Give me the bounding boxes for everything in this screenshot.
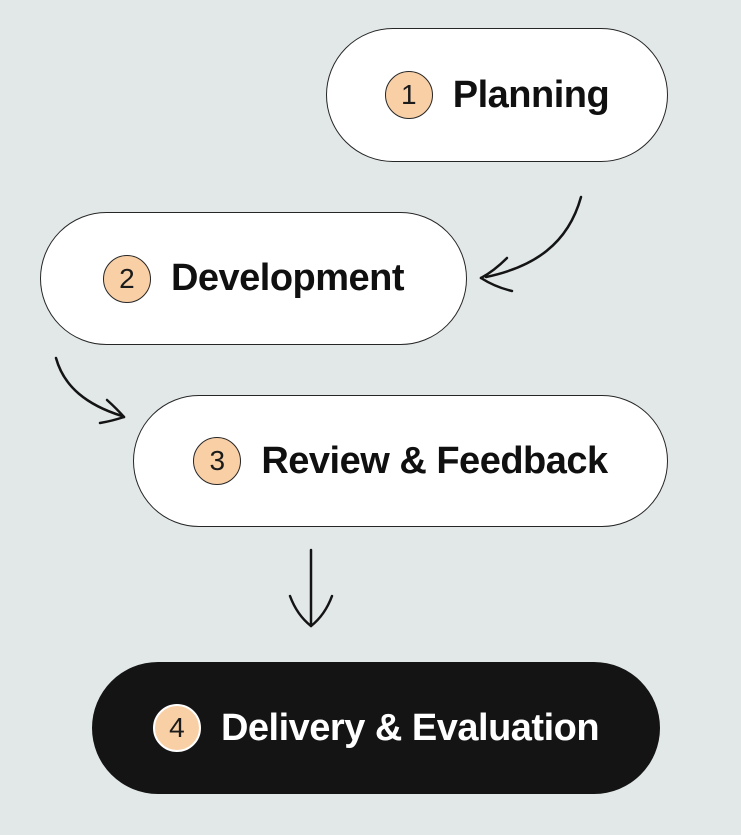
- node-label: Delivery & Evaluation: [220, 706, 600, 749]
- arrow-development-to-review: [54, 356, 126, 425]
- step-number-badge: 2: [102, 254, 151, 303]
- node-development: 2 Development: [40, 212, 467, 345]
- step-number-badge: 4: [152, 704, 201, 752]
- arrow-planning-to-development: [479, 195, 583, 293]
- arrow-review-to-delivery: [288, 548, 334, 628]
- node-planning: 1 Planning: [326, 28, 668, 162]
- node-delivery-evaluation: 4 Delivery & Evaluation: [92, 662, 660, 794]
- node-label: Review & Feedback: [261, 439, 608, 482]
- node-label: Planning: [452, 73, 610, 116]
- node-label: Development: [170, 257, 405, 299]
- step-number-badge: 1: [384, 71, 433, 119]
- node-review-feedback: 3 Review & Feedback: [133, 395, 668, 527]
- step-number-badge: 3: [193, 437, 242, 485]
